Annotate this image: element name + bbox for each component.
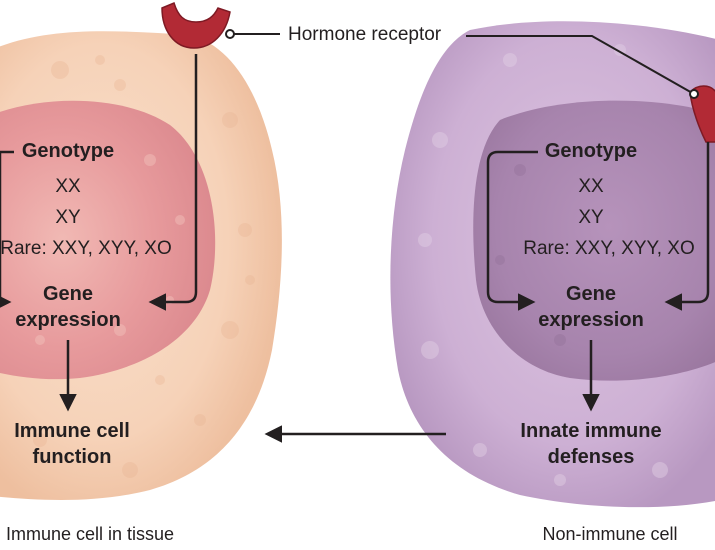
non-immune-gene-expression: Gene expression bbox=[538, 283, 644, 331]
non-immune-defenses: Innate immune defenses bbox=[520, 420, 662, 468]
immune-hormone-receptor-icon bbox=[161, 1, 231, 49]
non-immune-nucleus-texture bbox=[495, 164, 566, 346]
hormone-receptor-label: Hormone receptor bbox=[288, 24, 442, 45]
non-immune-cell-caption: Non-immune cell bbox=[542, 524, 678, 544]
immune-gene-expression: Gene expression bbox=[15, 283, 121, 331]
immune-genotype-title: Genotype bbox=[21, 140, 115, 162]
non-immune-genotype-xy: XY bbox=[578, 207, 604, 228]
non-immune-genotype-rare: Rare: XXY, XYY, XO bbox=[523, 238, 695, 259]
non-immune-genotype-xx: XX bbox=[578, 176, 604, 197]
non-immune-genotype-title: Genotype bbox=[544, 140, 638, 162]
non-immune-genotype-arrow bbox=[486, 150, 538, 311]
immune-genotype-xx: XX bbox=[55, 176, 81, 197]
non-immune-hormone-receptor-icon bbox=[689, 85, 715, 143]
immune-genotype-xy: XY bbox=[55, 207, 81, 228]
immune-receptor-arrow bbox=[148, 54, 198, 311]
non-immune-receptor-arrow bbox=[664, 142, 710, 311]
immune-cell-texture bbox=[33, 55, 255, 478]
immune-cell-caption: Immune cell in tissue bbox=[5, 524, 175, 544]
immune-cell-function: Immune cell function bbox=[14, 420, 130, 468]
immune-genotype-rare: Rare: XXY, XYY, XO bbox=[0, 238, 172, 259]
